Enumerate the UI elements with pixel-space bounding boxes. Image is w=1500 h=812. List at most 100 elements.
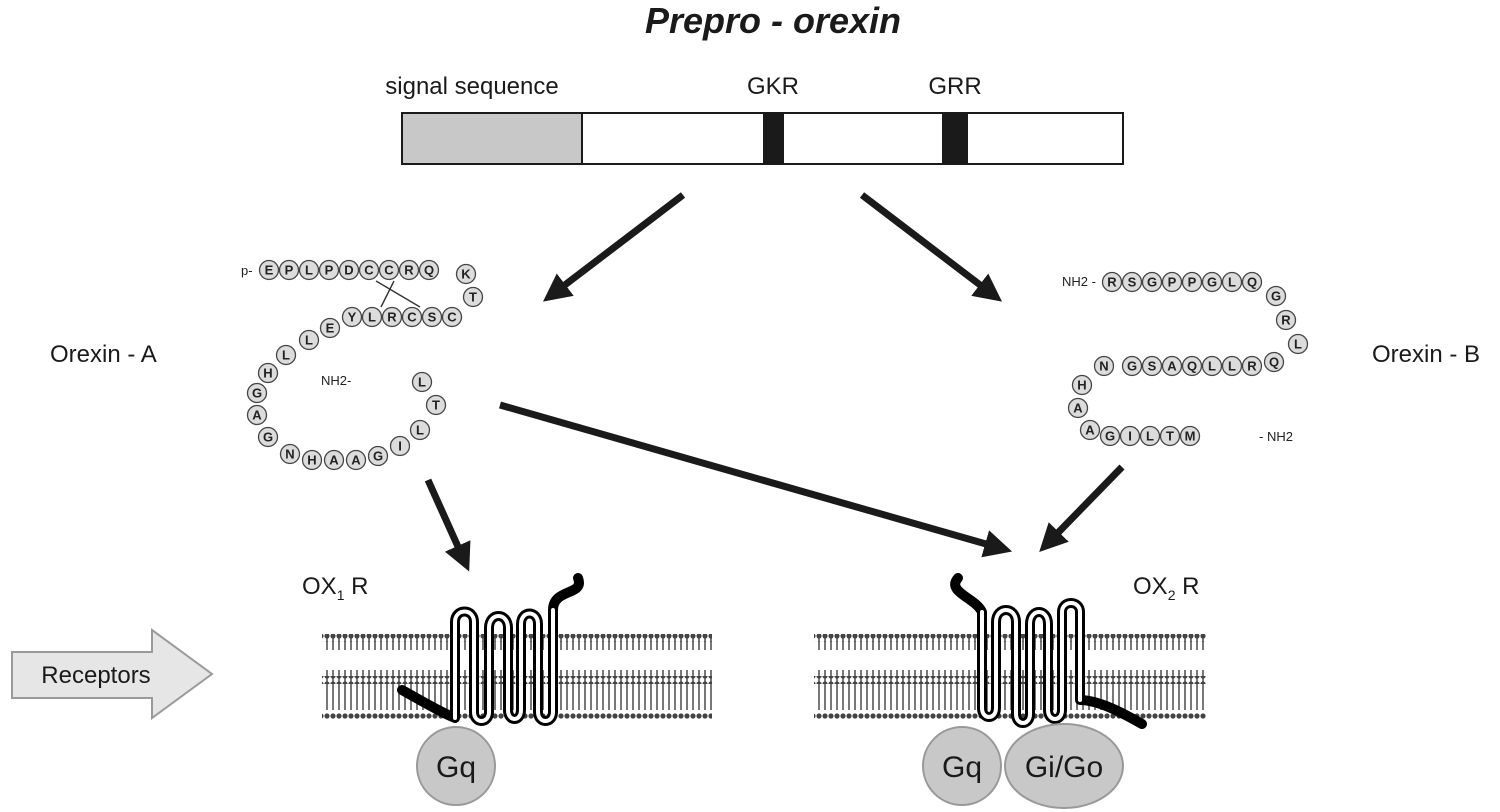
svg-text:E: E xyxy=(326,321,335,336)
svg-text:Q: Q xyxy=(1269,355,1279,370)
svg-text:I: I xyxy=(398,439,402,454)
orexin-a-residue: I xyxy=(389,435,411,457)
svg-text:H: H xyxy=(307,453,316,468)
membrane-right xyxy=(814,634,1206,722)
svg-text:L: L xyxy=(305,263,313,278)
svg-text:C: C xyxy=(384,263,394,278)
svg-text:L: L xyxy=(416,423,424,438)
svg-text:R: R xyxy=(1281,313,1291,328)
orexin-a-residue: L xyxy=(298,259,320,281)
svg-text:G: G xyxy=(1127,359,1137,374)
svg-text:T: T xyxy=(1166,429,1174,444)
orexin-b-residue: M xyxy=(1179,425,1201,447)
gkr-cleavage-site xyxy=(763,113,784,164)
orexin-a-residue: N xyxy=(279,443,301,465)
arrow-orexin-a-to-ox1r xyxy=(424,478,471,572)
svg-text:M: M xyxy=(1185,429,1196,444)
orexin-b-n-terminus: NH2 - xyxy=(1062,274,1096,289)
orexin-b-residue: I xyxy=(1119,425,1141,447)
ox2-gq-protein: Gq xyxy=(922,726,1002,806)
orexin-b-residue: G xyxy=(1099,425,1121,447)
svg-text:L: L xyxy=(282,348,290,363)
svg-text:I: I xyxy=(1128,429,1132,444)
arrow-to-orexin-b xyxy=(859,192,1003,302)
orexin-b-residue: A xyxy=(1079,419,1101,441)
orexin-a-residue: L xyxy=(411,371,433,393)
precursor-body-segment xyxy=(581,112,1124,165)
svg-text:L: L xyxy=(1228,359,1236,374)
orexin-b-c-terminus: - NH2 xyxy=(1259,429,1293,444)
svg-text:L: L xyxy=(418,375,426,390)
orexin-a-residue: L xyxy=(275,344,297,366)
svg-text:R: R xyxy=(1107,275,1117,290)
disulfide-bond-1 xyxy=(375,280,421,308)
svg-text:C: C xyxy=(364,263,374,278)
svg-text:S: S xyxy=(1128,275,1137,290)
grr-cleavage-site xyxy=(942,113,968,164)
diagram-title: Prepro - orexin xyxy=(645,0,901,41)
svg-text:R: R xyxy=(1247,359,1257,374)
svg-text:Gq: Gq xyxy=(942,751,982,784)
svg-text:L: L xyxy=(1228,275,1236,290)
svg-text:Gi/Go: Gi/Go xyxy=(1025,751,1103,784)
svg-text:L: L xyxy=(368,310,376,325)
svg-text:L: L xyxy=(1146,429,1154,444)
receptors-arrow-label: Receptors xyxy=(41,662,150,689)
orexin-b-residue: H xyxy=(1071,374,1093,396)
orexin-b-residue: Q xyxy=(1181,355,1203,377)
orexin-a-residue: G xyxy=(246,382,268,404)
arrow-orexin-b-to-ox2r xyxy=(1039,464,1125,553)
svg-text:G: G xyxy=(1207,275,1217,290)
svg-text:A: A xyxy=(1085,423,1095,438)
orexin-a-residue: G xyxy=(367,445,389,467)
svg-text:R: R xyxy=(404,263,414,278)
orexin-a-residue: G xyxy=(257,426,279,448)
orexin-a-label: Orexin - A xyxy=(50,341,157,368)
grr-label: GRR xyxy=(928,73,981,100)
svg-text:Q: Q xyxy=(424,263,434,278)
orexin-a-residue: P xyxy=(318,259,340,281)
orexin-a-residue: C xyxy=(441,306,463,328)
orexin-b-residue: P xyxy=(1161,271,1183,293)
svg-text:G: G xyxy=(373,449,383,464)
orexin-a-residue: C xyxy=(358,259,380,281)
orexin-b-residue: Q xyxy=(1241,271,1263,293)
svg-text:Q: Q xyxy=(1247,275,1257,290)
orexin-b-label: Orexin - B xyxy=(1372,341,1480,368)
orexin-b-residue: L xyxy=(1287,333,1309,355)
svg-text:A: A xyxy=(1073,401,1083,416)
orexin-b-residue: A xyxy=(1067,397,1089,419)
ox2r-label: OX2 R xyxy=(1133,573,1199,603)
svg-text:C: C xyxy=(407,310,417,325)
orexin-a-residue: Q xyxy=(418,259,440,281)
svg-text:S: S xyxy=(428,310,437,325)
ox2-receptor xyxy=(950,573,1147,729)
orexin-a-residue: K xyxy=(455,263,477,285)
svg-text:K: K xyxy=(461,267,471,282)
ox1-receptor-inner xyxy=(453,608,555,723)
orexin-b-residue: S xyxy=(1121,271,1143,293)
orexin-a-residue: R xyxy=(398,259,420,281)
orexin-b-residue: P xyxy=(1181,271,1203,293)
svg-text:E: E xyxy=(265,263,274,278)
orexin-a-residue: E xyxy=(319,317,341,339)
svg-text:T: T xyxy=(469,290,477,305)
orexin-b-residue: L xyxy=(1201,355,1223,377)
svg-text:A: A xyxy=(1167,359,1177,374)
svg-text:P: P xyxy=(285,263,294,278)
orexin-a-residue: C xyxy=(378,259,400,281)
orexin-b-residue: L xyxy=(1221,271,1243,293)
svg-text:G: G xyxy=(1147,275,1157,290)
svg-text:T: T xyxy=(432,398,440,413)
orexin-b-residue: Q xyxy=(1263,351,1285,373)
orexin-a-residue: L xyxy=(361,306,383,328)
orexin-b-residue: A xyxy=(1161,355,1183,377)
svg-text:N: N xyxy=(285,447,294,462)
ox1-gq-protein: Gq xyxy=(416,726,496,806)
svg-text:S: S xyxy=(1148,359,1157,374)
arrow-to-orexin-a xyxy=(542,192,686,302)
svg-text:G: G xyxy=(252,386,262,401)
receptors-arrow: Receptors xyxy=(11,628,214,720)
